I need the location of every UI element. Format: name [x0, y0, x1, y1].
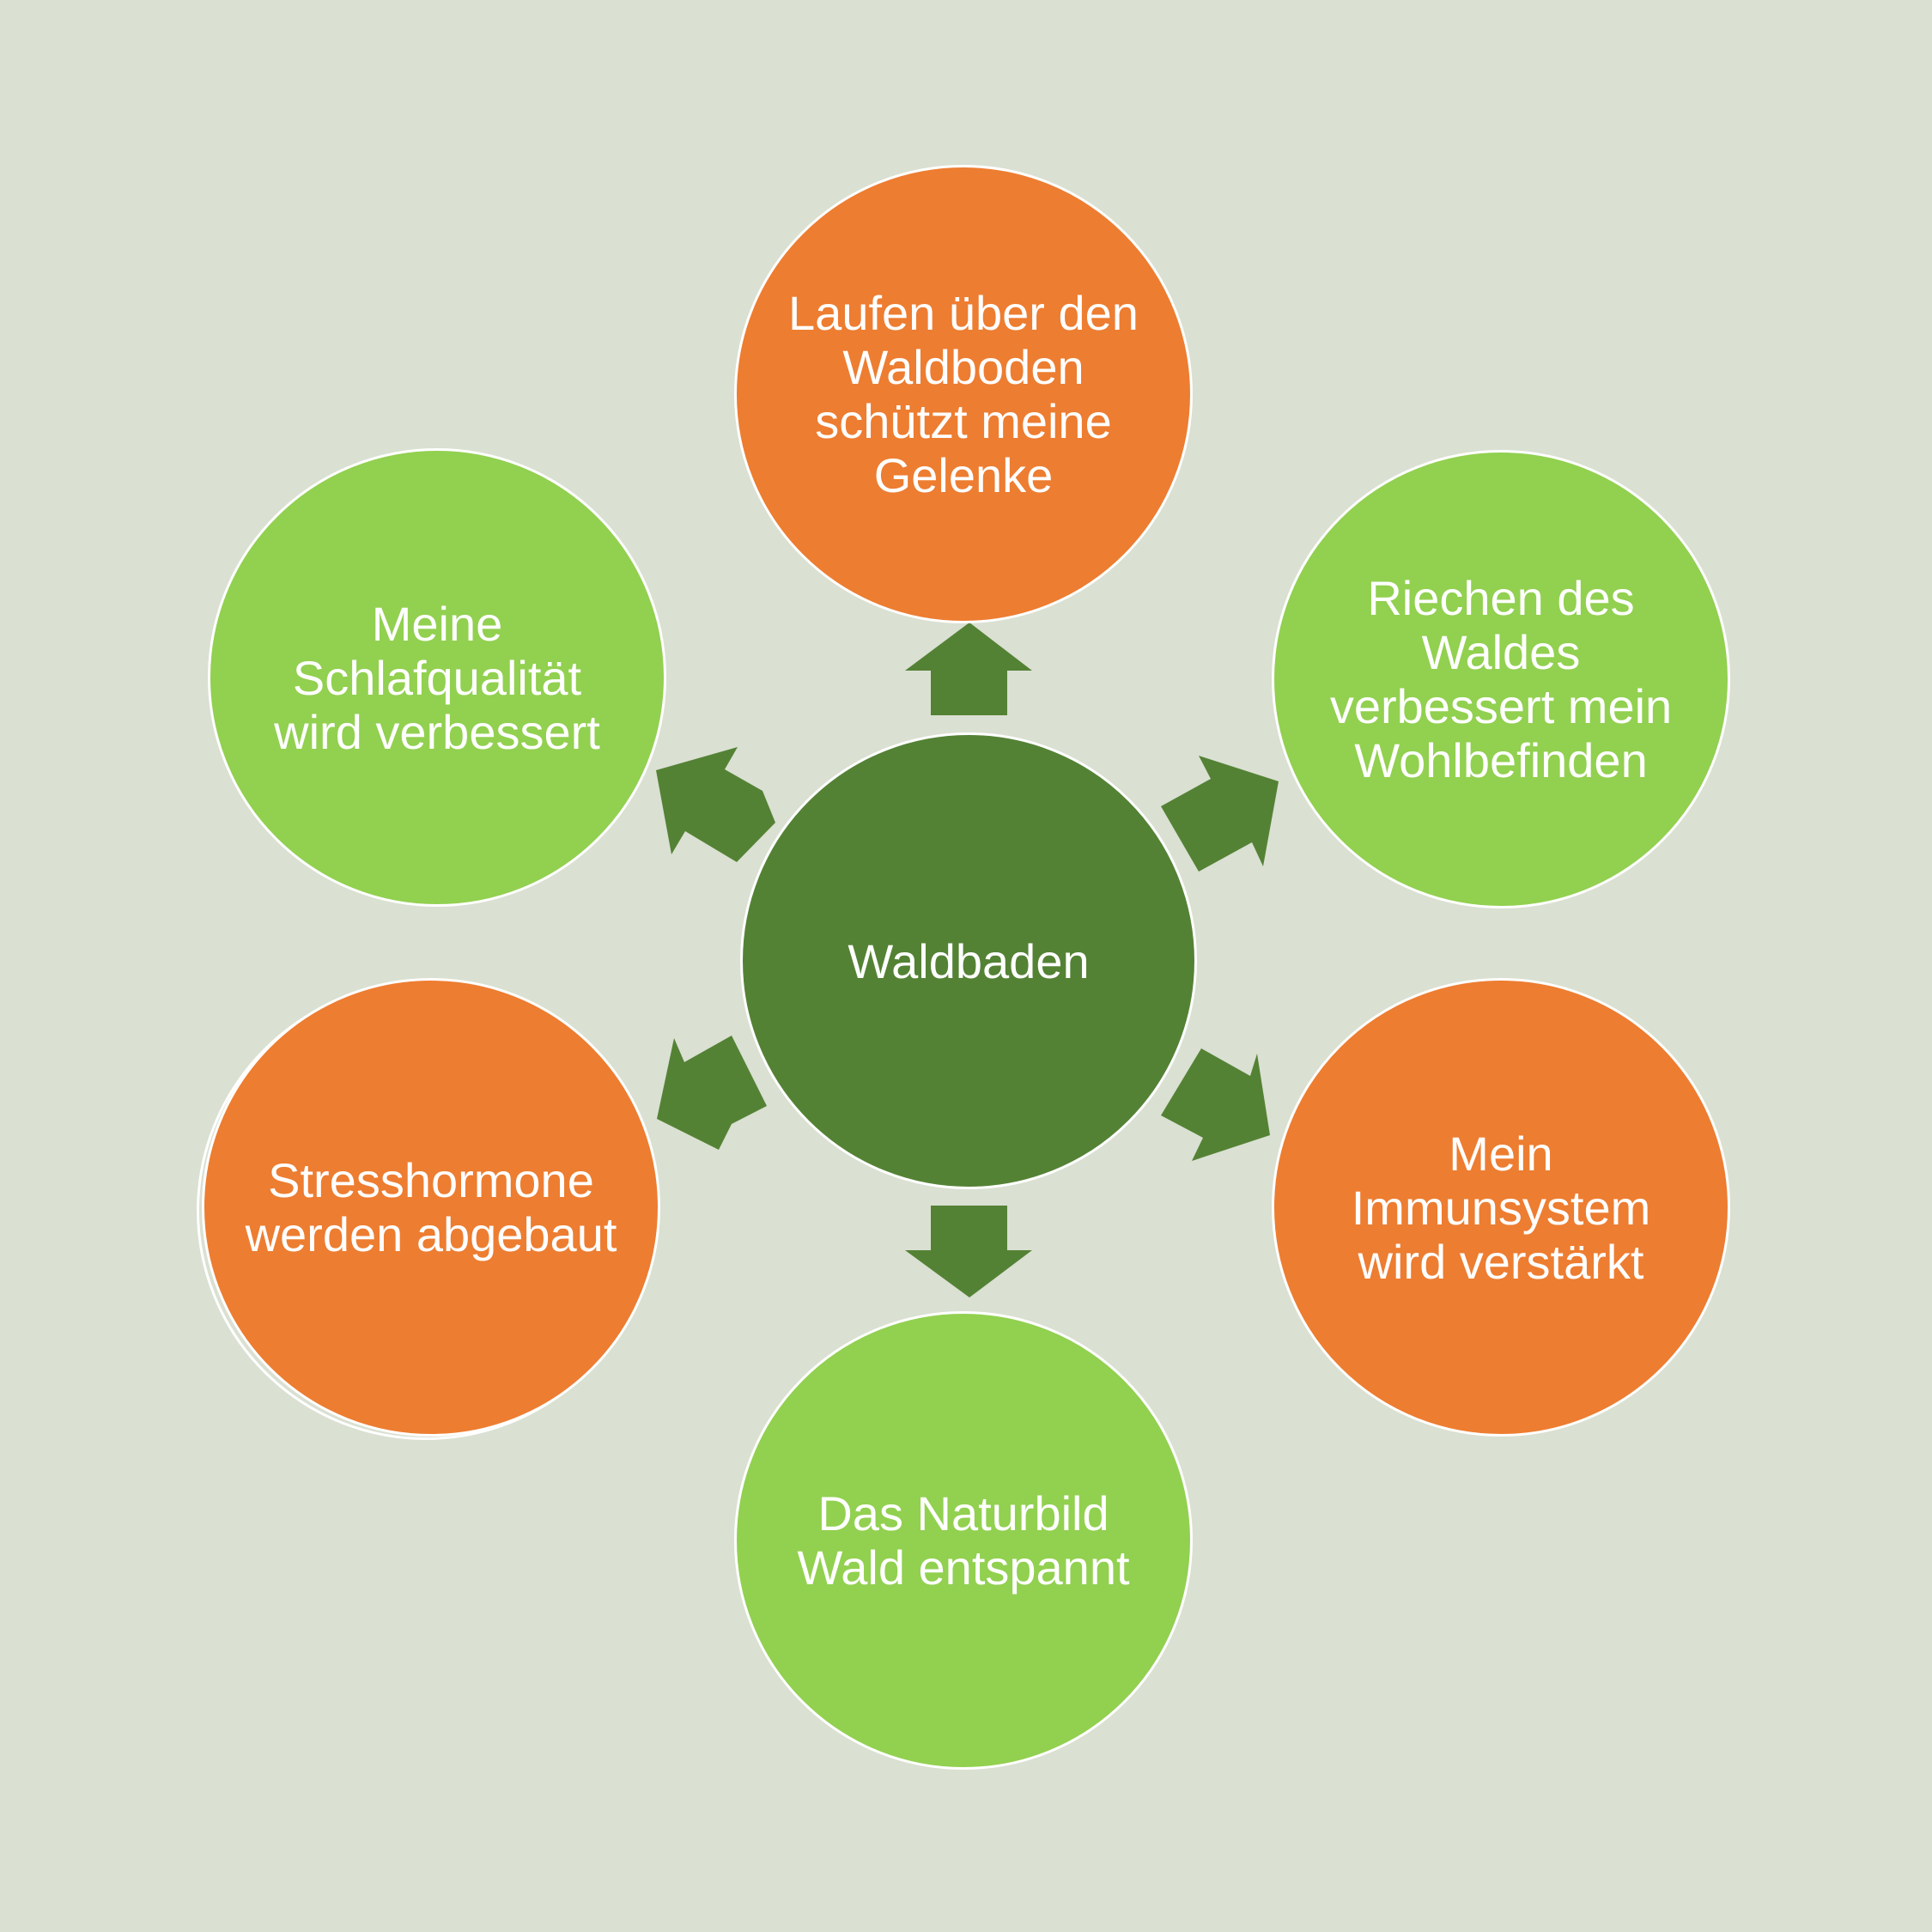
node-stresshormone: Stresshormone werden abgebaut	[202, 978, 660, 1437]
node-gelenke-label: Laufen über den Waldboden schützt meine …	[788, 286, 1139, 502]
center-node-label: Waldbaden	[848, 933, 1090, 988]
arrow-to-lower-right	[1161, 1048, 1270, 1161]
node-wohlbefinden: Riechen des Waldes verbessert mein Wohlb…	[1272, 450, 1730, 908]
node-schlafqualitaet-label: Meine Schlafqualität wird verbessert	[274, 596, 600, 759]
center-node-waldbaden: Waldbaden	[740, 732, 1197, 1189]
node-immunsystem: Mein Immunsystem wird verstärkt	[1272, 978, 1730, 1437]
arrow-to-lower-left	[657, 1036, 767, 1150]
arrow-to-bottom	[905, 1206, 1032, 1297]
node-wohlbefinden-label: Riechen des Waldes verbessert mein Wohlb…	[1329, 571, 1673, 787]
node-naturbild-label: Das Naturbild Wald entspannt	[797, 1486, 1130, 1595]
node-stresshormone-label: Stresshormone werden abgebaut	[245, 1153, 617, 1261]
node-gelenke: Laufen über den Waldboden schützt meine …	[734, 165, 1193, 623]
arrow-to-upper-left	[656, 747, 775, 862]
node-schlafqualitaet: Meine Schlafqualität wird verbessert	[208, 448, 666, 907]
arrow-to-top	[905, 623, 1032, 715]
node-naturbild: Das Naturbild Wald entspannt	[734, 1311, 1193, 1770]
node-immunsystem-label: Mein Immunsystem wird verstärkt	[1351, 1126, 1651, 1289]
arrow-to-upper-right	[1161, 756, 1279, 872]
